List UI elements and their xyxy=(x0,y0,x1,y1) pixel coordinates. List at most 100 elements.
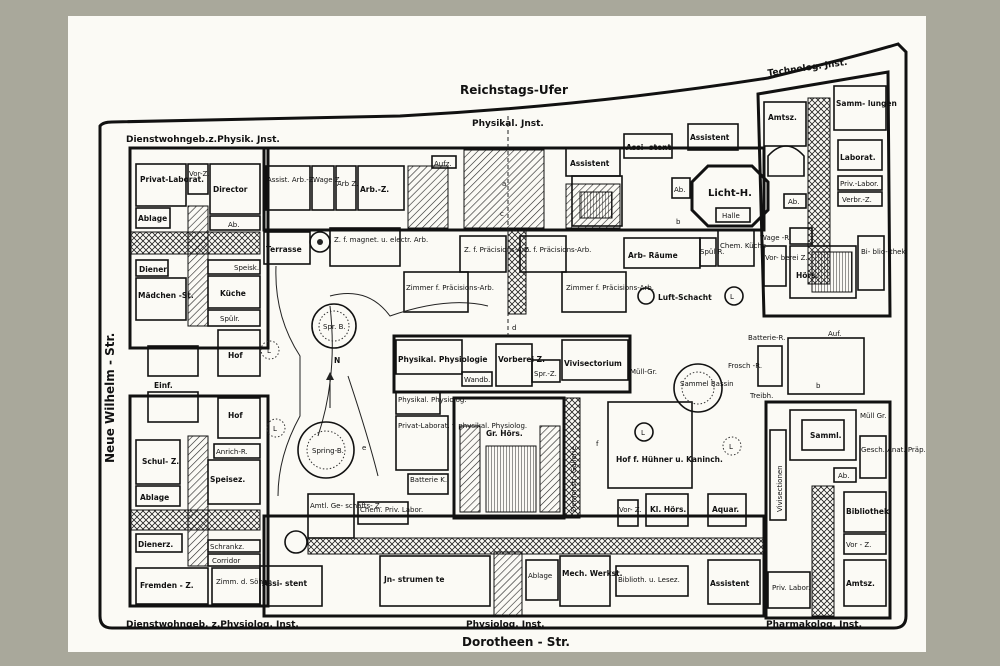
garden: Spr. B. L L N Spring-B. e xyxy=(260,265,489,497)
site-boundary xyxy=(98,42,908,630)
label-spring-b: Spring-B. xyxy=(312,447,344,455)
label-auf: Auf. xyxy=(828,330,841,338)
label-physikal-physiolog-small: Physikal. Physiolog. xyxy=(398,396,467,404)
label-amtsz-ne: Amtsz. xyxy=(768,113,797,122)
room-privat-laborat xyxy=(135,163,187,207)
label-laborat-ne: Laborat. xyxy=(840,153,876,162)
label-z-praecision1: Z. f. Präcisions-Arb. xyxy=(464,246,531,254)
label-frosch-r: Frosch -R. xyxy=(728,362,762,370)
label-speisk: Speisk. xyxy=(234,264,259,272)
south-range: Amtl. Ge- schäfts- Z. Chem. Priv. Labor.… xyxy=(259,493,766,618)
label-assistent-ne: Assistent xyxy=(690,133,730,142)
floor-plan: Reichstags-Ufer Dorotheen - Str. Neue Wi… xyxy=(98,42,926,649)
label-zimmer-praec2: Zimmer f. Präcisions-Arb. xyxy=(566,284,654,292)
mark-L-2: L xyxy=(267,347,271,355)
street-north: Reichstags-Ufer xyxy=(460,83,568,97)
label-assistent-top2: Assi- stent xyxy=(626,143,672,152)
label-vorbereit-z: Vor- berei Z. xyxy=(765,254,808,262)
label-aquar: Aquar. xyxy=(712,505,739,514)
mark-L-1: L xyxy=(730,293,734,301)
room-vor-z xyxy=(187,163,209,195)
licht-halle: Licht-H. Halle xyxy=(690,164,770,228)
label-hof-huehner: Hof f. Hühner u. Kaninch. xyxy=(616,455,723,464)
label-assistent-south: Assi- stent xyxy=(262,579,308,588)
label-hof-w: Hof xyxy=(228,411,243,420)
label-biblioth-lesez: Biblioth. u. Lesez. xyxy=(618,576,680,584)
north-inner-range: Z. f. magnet. u. electr. Arb. Z. f. Präc… xyxy=(329,175,766,315)
label-priv-labor-se: Priv. Labor. xyxy=(772,584,810,592)
sammel-bassin xyxy=(673,363,723,413)
mark-b: b xyxy=(816,382,821,390)
plan-sheet: Reichstags-Ufer Dorotheen - Str. Neue Wi… xyxy=(68,16,926,652)
label-wandb: Wandb. xyxy=(464,376,490,384)
label-bibliothek-ne: Bi- blio- thek xyxy=(861,248,906,256)
label-ab-nw: Ab. xyxy=(228,221,239,229)
label-spr-b1: Spr. B. xyxy=(323,323,346,331)
label-sammel-se: Samml. xyxy=(810,431,842,440)
luft-schacht: Luft-Schacht L xyxy=(637,286,744,306)
label-ablage-w: Ablage xyxy=(140,493,169,502)
label-wage-z: Wage Z. xyxy=(313,176,342,184)
label-wage-r: Wage -R. xyxy=(760,234,791,242)
label-demonstr-gallerie: Demonstr.-Gallerie xyxy=(570,446,578,512)
label-arb-z-small: Arb Z. xyxy=(337,180,358,188)
label-muell-gr-se: Müll Gr. xyxy=(860,412,886,420)
label-kl-hoers: Kl. Hörs. xyxy=(650,505,686,514)
label-halle: Halle xyxy=(722,212,740,220)
inst-dienst-physiolog: Dienstwohngeb. z.Physiolog. Jnst. xyxy=(126,620,299,630)
label-director: Director xyxy=(213,185,248,194)
label-muell-gr: Müll-Gr. xyxy=(630,368,657,376)
label-fremden-z: Fremden - Z. xyxy=(140,581,194,590)
label-verbr-z: Verbr.-Z. xyxy=(842,196,872,204)
label-kueche: Küche xyxy=(220,289,246,298)
label-einf: Einf. xyxy=(154,381,173,390)
label-ablage-s: Ablage xyxy=(528,572,552,580)
label-schrank: Schrankz. xyxy=(210,543,244,551)
north-range: Assist. Arb.-Z. Wage Z. Arb Z. Arb.-Z. A… xyxy=(262,123,766,232)
room-director xyxy=(209,163,261,215)
label-bibliothek-se: Bibliothek xyxy=(846,507,890,516)
hof-huehner: L Hof f. Hühner u. Kaninch. f Sammel Bas… xyxy=(596,363,742,489)
terrasse: Terrasse xyxy=(263,231,331,265)
label-spuel-r: Spül R. xyxy=(700,248,724,256)
label-hoers-ne: Hörs. xyxy=(796,271,819,280)
label-hof-nw: Hof xyxy=(228,351,243,360)
label-chem-kueche: Chem. Küche xyxy=(720,242,766,250)
label-vor-z-se: Vor - Z. xyxy=(846,541,871,549)
mark-b-2: b xyxy=(676,218,681,226)
label-spuelr: Spülr. xyxy=(220,315,240,323)
mark-L-5: L xyxy=(729,443,733,451)
label-vor-z-nw: Vor-Z. xyxy=(189,170,210,178)
mark-e: e xyxy=(362,444,366,452)
label-assist-arb-z: Assist. Arb.-Z. xyxy=(267,176,316,184)
label-speisez: Speisez. xyxy=(210,475,245,484)
label-terrasse: Terrasse xyxy=(266,245,302,254)
label-zimmer-praec1: Zimmer f. Präcisions-Arb. xyxy=(406,284,494,292)
label-amtsz-se: Amtsz. xyxy=(846,579,875,588)
inst-dienst-physik: Dienstwohngeb.z.Physik. Jnst. xyxy=(126,135,280,145)
lecture-hall: Gr. Hörs. Demonstr.-Gallerie xyxy=(452,396,581,520)
sw-block: Hof Anrich-R. Schul- Z. Speisez. Ablage … xyxy=(128,394,272,608)
nw-block: Privat-Laborat. Vor-Z. Director Ablage A… xyxy=(128,146,270,377)
label-priv-labor-ne: Priv.-Labor. xyxy=(840,180,879,188)
label-vorberei-z: Vorberei Z. xyxy=(498,355,545,364)
inst-physiolog-south: Physiolog. Jnst. xyxy=(466,620,545,630)
west-court: Einf. xyxy=(147,345,199,423)
mark-f: f xyxy=(596,440,599,448)
label-batterie-r: Batterie-R. xyxy=(748,334,785,342)
mark-L-4: L xyxy=(641,429,645,437)
label-treibh: Treibh. xyxy=(749,392,773,400)
label-north-arrow: N xyxy=(334,356,340,365)
label-corridor: Corridor xyxy=(212,557,240,565)
label-ab-mid: Ab. xyxy=(674,186,685,194)
label-maedchen-st: Mädchen -St. xyxy=(138,291,194,300)
label-ab-ne: Ab. xyxy=(788,198,799,206)
mark-L-3: L xyxy=(273,425,277,433)
label-anrich-r: Anrich-R. xyxy=(216,448,248,456)
label-chem-priv-labor: Chem. Priv. Labor. xyxy=(360,506,423,514)
central-physiology: Physikal. Physiologie Wandb. Vorberei Z.… xyxy=(392,334,657,495)
ne-block: Amtsz. Samm- lungen Laborat. Priv.-Labor… xyxy=(756,70,906,318)
label-dienerz: Dienerz. xyxy=(138,540,173,549)
se-block: Vivisectionen Samml. Müll Gr. Gesch. Ana… xyxy=(764,400,926,620)
label-spr-z: Spr.-Z. xyxy=(534,370,557,378)
